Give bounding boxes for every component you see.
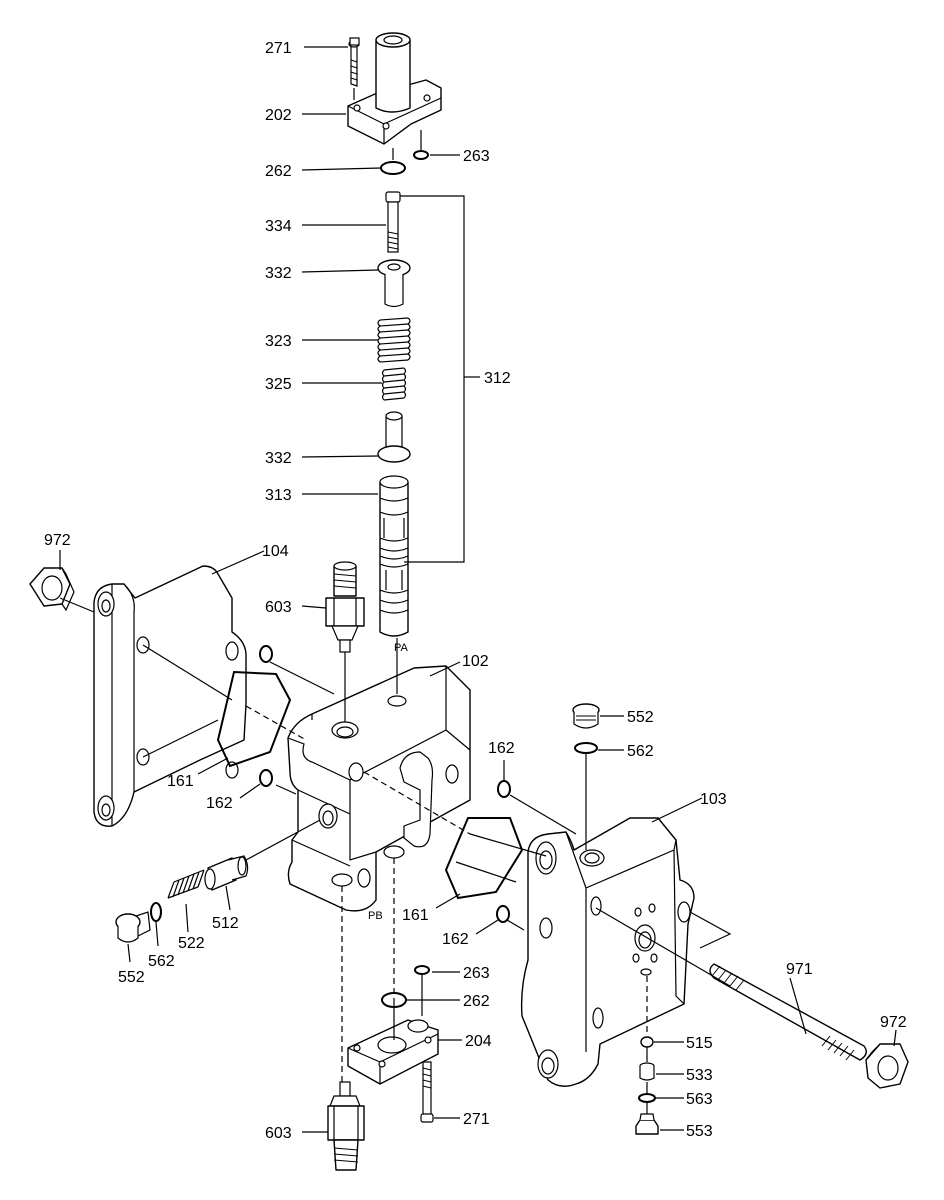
- seat-332-top: [377, 259, 411, 308]
- leader-lines: [59, 46, 897, 1133]
- seat-332-bottom: [377, 411, 411, 463]
- o-ring-562-left: [150, 902, 162, 922]
- callout-204: 204: [465, 1033, 492, 1050]
- callout-522: 522: [178, 935, 205, 952]
- callout-515: 515: [686, 1035, 713, 1052]
- port-label-pb: PB: [368, 910, 383, 922]
- plug-552-left: [115, 911, 151, 943]
- o-ring-162-c: [497, 780, 511, 798]
- callout-562-left: 562: [148, 953, 175, 970]
- callout-334: 334: [265, 218, 292, 235]
- callout-103: 103: [700, 791, 727, 808]
- relief-valve-603-top: [325, 561, 365, 653]
- relief-valve-603-bottom: [327, 1081, 365, 1171]
- o-ring-263-bottom: [414, 965, 430, 975]
- callout-162-right: 162: [488, 740, 515, 757]
- callout-202: 202: [265, 107, 292, 124]
- assembly-lines: [59, 88, 732, 1114]
- nut-972-right: [865, 1043, 909, 1089]
- cover-204: [347, 1019, 439, 1085]
- sleeve-512: [204, 855, 249, 891]
- spring-323: [377, 317, 411, 363]
- callout-263-bottom: 263: [463, 965, 490, 982]
- callout-262-bottom: 262: [463, 993, 490, 1010]
- o-ring-563: [638, 1093, 656, 1103]
- body-102: [287, 665, 471, 912]
- o-ring-263-top: [413, 150, 429, 160]
- plate-104: [93, 565, 247, 827]
- gasket-161-right: [444, 817, 524, 900]
- callout-972-right: 972: [880, 1014, 907, 1031]
- callout-552-left: 552: [118, 969, 145, 986]
- callout-552-right: 552: [627, 709, 654, 726]
- callout-104: 104: [262, 543, 289, 560]
- callout-312: 312: [484, 370, 511, 387]
- bracket-312: [400, 195, 465, 563]
- stud-bolt-971: [709, 963, 867, 1061]
- o-ring-262-top: [380, 161, 406, 175]
- callout-332-bottom: 332: [265, 450, 292, 467]
- pin-533: [639, 1062, 655, 1081]
- callout-563: 563: [686, 1091, 713, 1108]
- callout-262-top: 262: [265, 163, 292, 180]
- callout-162-bottom: 162: [442, 931, 469, 948]
- callout-323: 323: [265, 333, 292, 350]
- spring-325: [381, 367, 407, 401]
- spring-522: [167, 869, 205, 899]
- callout-271-bottom: 271: [463, 1111, 490, 1128]
- callout-161-right: 161: [402, 907, 429, 924]
- port-label-pa: PA: [394, 642, 409, 654]
- callout-553: 553: [686, 1123, 713, 1140]
- callout-562-right: 562: [627, 743, 654, 760]
- callout-102: 102: [462, 653, 489, 670]
- callout-971: 971: [786, 961, 813, 978]
- gasket-161-left: [216, 670, 292, 768]
- o-ring-562-right: [574, 742, 598, 754]
- o-ring-162-a: [259, 645, 273, 663]
- callout-313: 313: [265, 487, 292, 504]
- callout-labels: 271 202 262 263 334 332 323 325 312 332 …: [44, 40, 907, 1142]
- spool-313: [379, 475, 409, 637]
- callout-271-top: 271: [265, 40, 292, 57]
- callout-603-bottom: 603: [265, 1125, 292, 1142]
- bolt-271-bottom: [420, 1061, 434, 1123]
- callout-325: 325: [265, 376, 292, 393]
- ball-515: [640, 1036, 654, 1048]
- cover-202: [347, 32, 442, 145]
- o-ring-162-b: [259, 769, 273, 787]
- body-103: [520, 817, 695, 1087]
- callout-263-top: 263: [463, 148, 490, 165]
- callout-972-left: 972: [44, 532, 71, 549]
- plug-552-right: [572, 703, 600, 729]
- callout-161-left: 161: [167, 773, 194, 790]
- callout-533: 533: [686, 1067, 713, 1084]
- callout-603-top: 603: [265, 599, 292, 616]
- plug-553: [635, 1113, 659, 1135]
- bolt-334: [385, 191, 401, 253]
- callout-332-top: 332: [265, 265, 292, 282]
- bolt-271-top: [348, 37, 360, 87]
- nut-972-left: [29, 567, 75, 612]
- o-ring-162-d: [496, 905, 510, 923]
- callout-512: 512: [212, 915, 239, 932]
- callout-162-left: 162: [206, 795, 233, 812]
